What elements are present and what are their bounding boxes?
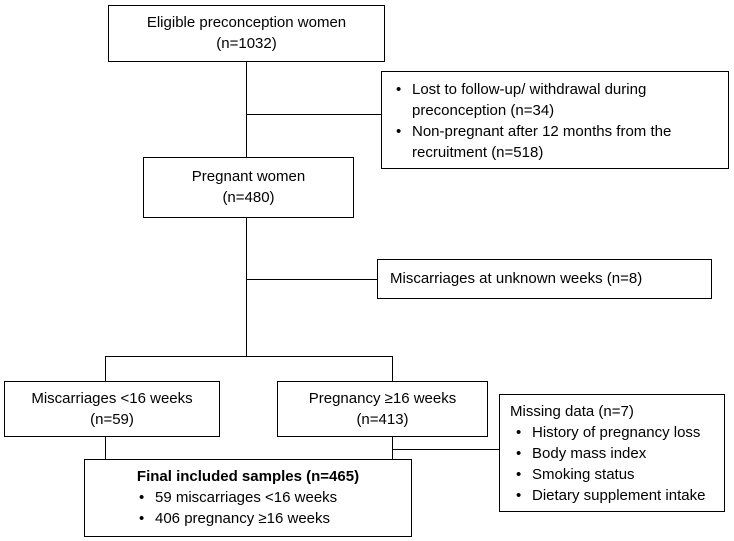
- pregnant-box: Pregnant women (n=480): [143, 157, 354, 218]
- excluded-item: Lost to follow-up/ withdrawal during pre…: [390, 79, 720, 121]
- final-item: 59 miscarriages <16 weeks: [133, 487, 411, 508]
- missing-data-title: Missing data (n=7): [510, 403, 634, 420]
- connector-to-unknown-weeks: [246, 279, 378, 281]
- connector-split-horizontal: [105, 356, 393, 358]
- connector-to-missing-data: [392, 449, 500, 451]
- pregnant-title: Pregnant women: [191, 168, 306, 185]
- missing-data-item: Smoking status: [510, 464, 716, 485]
- missing-data-box: Missing data (n=7) History of pregnancy …: [499, 394, 725, 512]
- connector-to-miscarriages: [105, 356, 107, 382]
- connector-pregnancy-to-final: [392, 436, 394, 460]
- missing-data-item: Dietary supplement intake: [510, 485, 716, 506]
- pregnancy-count: (n=413): [356, 411, 409, 428]
- connector-to-pregnancy: [392, 356, 394, 382]
- miscarriages-count: (n=59): [90, 411, 134, 428]
- connector-miscarriages-to-final: [105, 436, 107, 460]
- eligible-box: Eligible preconception women (n=1032): [108, 5, 385, 62]
- excluded-item: Non-pregnant after 12 months from the re…: [390, 121, 720, 163]
- excluded-preconception-box: Lost to follow-up/ withdrawal during pre…: [381, 71, 729, 169]
- final-box: Final included samples (n=465) 59 miscar…: [84, 459, 412, 537]
- final-item: 406 pregnancy ≥16 weeks: [133, 508, 411, 529]
- connector-pregnant-to-split: [246, 217, 248, 357]
- eligible-count: (n=1032): [216, 35, 277, 52]
- pregnancy-title: Pregnancy ≥16 weeks: [308, 390, 457, 407]
- connector-eligible-to-pregnant: [246, 61, 248, 158]
- unknown-weeks-label: Miscarriages at unknown weeks (n=8): [390, 270, 643, 287]
- missing-data-item: Body mass index: [510, 443, 716, 464]
- pregnant-count: (n=480): [222, 189, 275, 206]
- pregnancy-box: Pregnancy ≥16 weeks (n=413): [277, 381, 488, 437]
- missing-data-item: History of pregnancy loss: [510, 422, 716, 443]
- miscarriages-title: Miscarriages <16 weeks: [31, 390, 193, 407]
- connector-to-exclusion-box: [246, 114, 382, 116]
- miscarriages-box: Miscarriages <16 weeks (n=59): [4, 381, 220, 437]
- final-title: Final included samples (n=465): [136, 468, 360, 485]
- eligible-title: Eligible preconception women: [146, 14, 347, 31]
- unknown-weeks-box: Miscarriages at unknown weeks (n=8): [377, 259, 712, 299]
